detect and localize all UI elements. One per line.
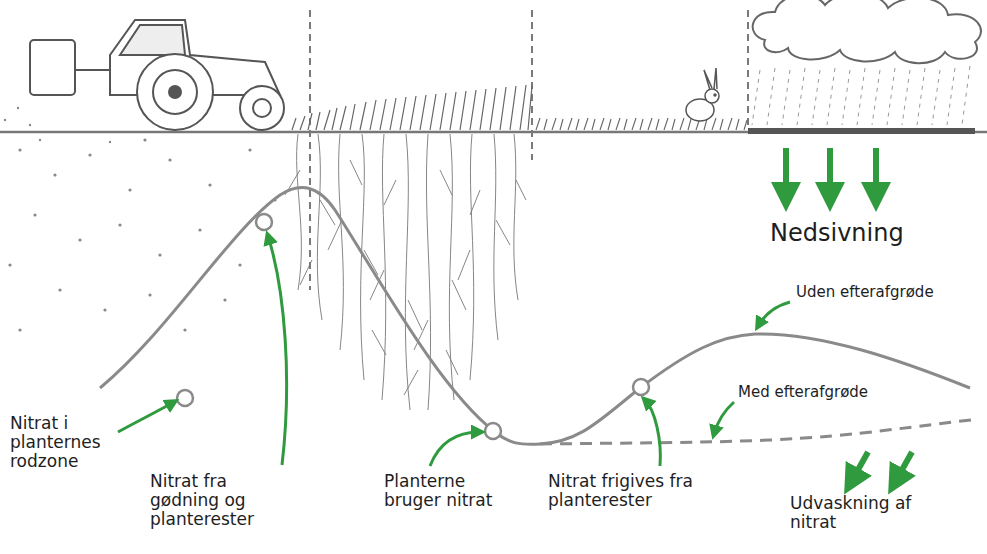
fertilizer-dots (148, 293, 151, 296)
fertilizer-dots (109, 141, 111, 143)
leader-arrow (118, 402, 174, 432)
leader-arrow (118, 236, 790, 466)
tractor (137, 54, 213, 130)
fertilizer-dots (143, 138, 146, 141)
measure-point (633, 379, 649, 395)
flow-arrow (786, 148, 912, 484)
fertilizer-dots (88, 153, 91, 156)
fertilizer-dots (17, 107, 19, 109)
ground-line (0, 131, 987, 134)
measure-point (485, 423, 501, 439)
nitrate-curve-catch-crop (540, 420, 972, 444)
measure-point (177, 390, 193, 406)
season-divider (310, 10, 748, 290)
annotation-label: Udvaskning af nitrat (790, 494, 930, 532)
tractor (253, 99, 271, 117)
rain (752, 66, 970, 125)
fertilizer-dots (39, 139, 41, 141)
fertilizer-dots (4, 107, 277, 332)
fertilizer-dots (29, 124, 31, 126)
leader-arrow (758, 302, 790, 326)
fertilizer-dots (18, 328, 21, 331)
fertilizer-dots (183, 328, 186, 331)
fertilizer-dots (168, 158, 171, 161)
flow-arrow (850, 452, 868, 484)
tractor (30, 20, 284, 130)
tractor (75, 69, 110, 71)
catch-crop (536, 118, 747, 130)
annotation-label: Uden efterafgrøde (796, 284, 934, 301)
rabbit (714, 94, 716, 96)
plant-roots (285, 134, 526, 410)
fertilizer-dots (238, 263, 241, 266)
fertilizer-dots (78, 238, 81, 241)
rabbit (686, 68, 719, 121)
fertilizer-dots (18, 148, 21, 151)
leader-arrow (714, 402, 734, 434)
tractor (240, 86, 284, 130)
fertilizer-dots (58, 288, 61, 291)
nitrate-curve (100, 187, 970, 444)
season-divider (531, 10, 532, 160)
rain-cloud (753, 0, 981, 63)
fertilizer-dots (208, 183, 211, 186)
crop-plants (292, 85, 532, 130)
measure-point (177, 214, 649, 439)
rain-cloud (753, 0, 981, 63)
fertilizer-dots (158, 253, 161, 256)
flow-arrow (894, 452, 912, 484)
leader-arrow (430, 432, 480, 466)
leader-arrow (268, 236, 287, 465)
tractor (30, 40, 75, 95)
season-divider (747, 10, 748, 130)
nitrate-curve-catch-crop (540, 420, 972, 444)
fertilizer-dots (103, 308, 106, 311)
fertilizer-dots (118, 223, 121, 226)
fertilizer-dots (223, 298, 226, 301)
fertilizer-dots (248, 148, 251, 151)
fertilizer-dots (53, 173, 56, 176)
plant-roots (297, 134, 518, 410)
fertilizer-dots (4, 119, 6, 121)
ground-line (748, 128, 975, 134)
annotation-label: Nedsivning (770, 220, 904, 247)
annotation-label: Nitrat frigives fra planterester (548, 472, 718, 510)
nitrate-curve (100, 187, 970, 444)
tractor (153, 70, 197, 114)
crop-plants (292, 85, 532, 130)
annotation-label: Nitrat fra gødning og planterester (150, 472, 290, 529)
flow-arrow (783, 148, 789, 200)
flow-arrow (873, 148, 879, 200)
rabbit (704, 68, 717, 90)
tractor (120, 25, 185, 55)
ground-line (0, 131, 987, 132)
flow-arrow (827, 148, 833, 200)
annotation-label: Nitrat i planternes rodzone (10, 414, 122, 471)
fertilizer-dots (128, 188, 131, 191)
catch-crop (536, 118, 747, 130)
fertilizer-dots (33, 213, 36, 216)
measure-point (256, 214, 272, 230)
fertilizer-dots (8, 263, 11, 266)
annotation-label: Med efterafgrøde (738, 384, 868, 401)
season-divider (309, 10, 310, 290)
fertilizer-dots (198, 228, 201, 231)
rain (752, 66, 970, 125)
leader-arrow (645, 400, 660, 466)
tractor (169, 86, 181, 98)
rabbit (705, 89, 719, 103)
annotation-label: Planterne bruger nitrat (384, 472, 494, 510)
